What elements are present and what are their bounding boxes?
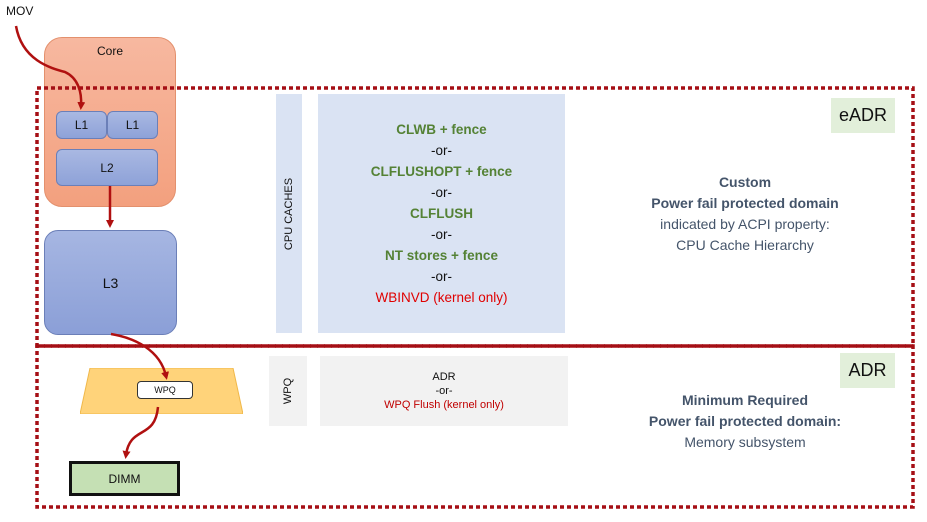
eadr-flush-methods: CLWB + fence -or- CLFLUSHOPT + fence -or- CL… xyxy=(318,94,565,333)
wpq-box: WPQ xyxy=(137,381,193,399)
mov-to-l1-arrow xyxy=(14,25,86,110)
mov-instruction-label: MOV xyxy=(6,4,34,18)
adr-description: Minimum Required Power fail protected do… xyxy=(620,390,870,453)
wpq-to-dimm-arrow xyxy=(122,406,160,459)
adr-flush-methods: ADR -or- WPQ Flush (kernel only) xyxy=(320,356,568,426)
eadr-domain-border xyxy=(35,86,915,348)
eadr-desc-line2: Power fail protected domain xyxy=(651,195,839,211)
dimm-block: DIMM xyxy=(69,461,180,496)
adr-desc-line1: Minimum Required xyxy=(681,392,808,408)
flush-method: ADR xyxy=(432,371,456,383)
flush-method: CLWB + fence xyxy=(396,122,487,137)
l3-cache: L3 xyxy=(44,230,177,335)
l1-cache-left: L1 xyxy=(56,111,107,139)
or-separator: -or- xyxy=(435,385,453,397)
l3-to-wpq-arrow xyxy=(110,332,169,380)
core-label: Core xyxy=(96,44,123,58)
flush-method: WBINVD (kernel only) xyxy=(375,290,508,305)
cpu-caches-side-bar: CPU CACHES xyxy=(276,94,302,333)
eadr-tag: eADR xyxy=(831,98,895,133)
or-separator: -or- xyxy=(431,227,452,242)
or-separator: -or- xyxy=(431,143,452,158)
eadr-desc-line3: indicated by ACPI property: xyxy=(660,216,830,232)
adr-domain-border xyxy=(35,344,915,509)
or-separator: -or- xyxy=(431,185,452,200)
flush-method: WPQ Flush (kernel only) xyxy=(384,399,504,411)
l1-cache-right: L1 xyxy=(107,111,158,139)
adr-tag: ADR xyxy=(840,353,895,388)
eadr-desc-line1: Custom xyxy=(718,174,772,190)
adr-desc-line3: Memory subsystem xyxy=(684,434,806,450)
flush-method: CLFLUSHOPT + fence xyxy=(370,164,513,179)
wpq-side-bar: WPQ xyxy=(269,356,307,426)
adr-desc-line2: Power fail protected domain: xyxy=(648,413,842,429)
flush-method: NT stores + fence xyxy=(385,248,498,263)
eadr-desc-line4: CPU Cache Hierarchy xyxy=(676,237,814,253)
or-separator: -or- xyxy=(431,269,452,284)
l2-cache: L2 xyxy=(56,149,158,186)
eadr-description: Custom Power fail protected domain indic… xyxy=(620,172,870,256)
flush-method: CLFLUSH xyxy=(410,206,473,221)
